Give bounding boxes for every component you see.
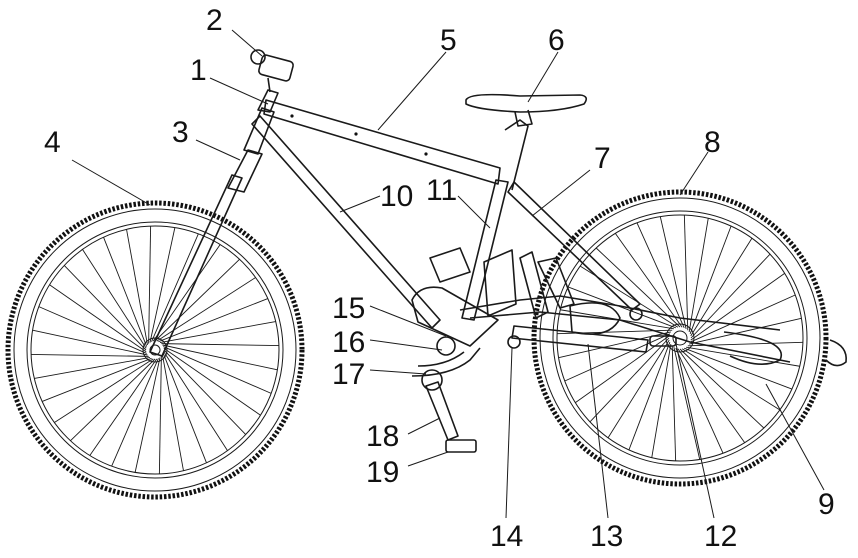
spoke <box>31 354 149 356</box>
spoke <box>684 215 687 330</box>
spoke <box>155 259 240 341</box>
spoke <box>637 223 684 328</box>
spoke <box>615 233 682 327</box>
callout-13: 13 <box>590 520 623 553</box>
spoke <box>689 218 708 332</box>
spoke <box>691 254 770 338</box>
callout-6: 6 <box>548 24 565 57</box>
spoke <box>686 347 800 366</box>
callout-14: 14 <box>490 520 523 553</box>
callout-12: 12 <box>704 520 737 553</box>
spoke <box>64 265 146 350</box>
front-wheel <box>8 203 302 497</box>
callout-16: 16 <box>332 326 365 359</box>
callout-19: 19 <box>366 456 399 489</box>
front-wheel-spokes <box>31 226 279 474</box>
callout-4: 4 <box>44 126 61 159</box>
leader-lines <box>72 30 824 518</box>
callout-7: 7 <box>594 142 611 175</box>
spoke <box>672 346 675 461</box>
callout-5: 5 <box>440 24 457 57</box>
spoke <box>160 322 276 343</box>
spoke <box>565 334 670 381</box>
spoke <box>39 307 147 354</box>
callout-15: 15 <box>332 292 365 325</box>
spoke <box>163 347 271 394</box>
spoke <box>149 226 151 344</box>
spoke <box>652 344 671 458</box>
callout-8: 8 <box>704 126 721 159</box>
spoke <box>153 245 220 342</box>
spoke <box>164 348 261 415</box>
spoke <box>691 273 785 340</box>
callout-17: 17 <box>332 358 365 391</box>
spoke <box>678 349 745 443</box>
rear-wheel-spokes <box>557 215 803 461</box>
callout-18: 18 <box>366 420 399 453</box>
spoke <box>161 344 279 346</box>
spoke <box>164 350 246 435</box>
spoke <box>50 285 147 352</box>
callout-1: 1 <box>190 54 207 87</box>
callout-11: 11 <box>426 174 457 207</box>
rear-wheel <box>534 192 826 484</box>
spoke <box>676 348 723 453</box>
callout-3: 3 <box>172 116 189 149</box>
spoke <box>159 356 161 474</box>
spoke <box>90 359 157 456</box>
callout-9: 9 <box>818 488 835 521</box>
callout-10: 10 <box>380 180 413 213</box>
spoke <box>680 349 764 428</box>
spoke <box>127 229 148 345</box>
spoke <box>162 355 183 471</box>
spoke <box>112 358 159 466</box>
spoke <box>34 357 150 378</box>
callout-2: 2 <box>206 4 223 37</box>
spoke <box>70 359 155 441</box>
